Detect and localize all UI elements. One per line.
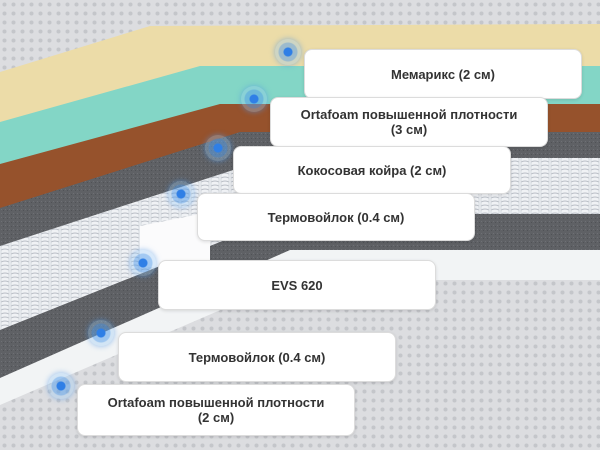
marker-memorix-dot[interactable] (275, 39, 301, 65)
label-felt-bottom: Термовойлок (0.4 см) (118, 332, 396, 382)
bottom-felt-layer (0, 210, 600, 378)
marker-ortafoam-top-dot[interactable] (241, 86, 267, 112)
marker-felt-bottom-dot[interactable] (88, 320, 114, 346)
label-evs: EVS 620 (158, 260, 436, 310)
label-ortafoam-bottom: Ortafoam повышенной плотности (2 см) (77, 384, 355, 436)
label-felt-top: Термовойлок (0.4 см) (197, 193, 475, 241)
top-cover-layer (0, 0, 600, 72)
label-memorix: Мемарикс (2 см) (304, 49, 582, 99)
memory-foam-layer (0, 22, 600, 122)
side-foam-block (140, 212, 210, 268)
marker-ortafoam-bottom-dot[interactable] (48, 373, 74, 399)
label-coir: Кокосовая койра (2 см) (233, 146, 511, 194)
marker-evs-dot[interactable] (130, 250, 156, 276)
marker-coir-dot[interactable] (205, 135, 231, 161)
label-ortafoam-top: Ortafoam повышенной плотности (3 см) (270, 97, 548, 147)
marker-felt-top-dot[interactable] (168, 181, 194, 207)
